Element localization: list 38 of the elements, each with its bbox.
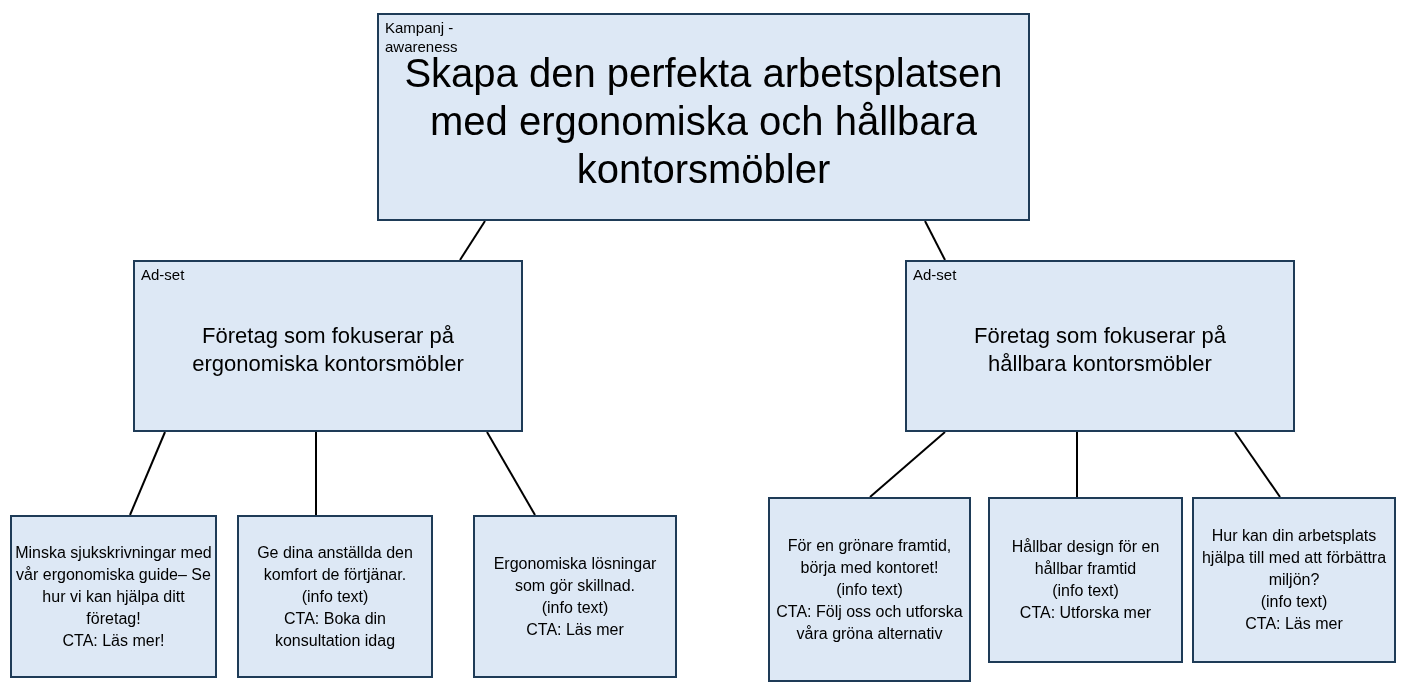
text-box <box>377 13 1030 221</box>
heading-text: Företag som fokuserar på ergonomiska kontorsmöbler <box>191 322 465 378</box>
connector-line <box>869 431 946 498</box>
body-text: (info text) <box>835 579 904 600</box>
connector-line <box>924 220 946 261</box>
text-box <box>988 497 1183 663</box>
connector-line <box>459 220 486 261</box>
body-text: CTA: Boka din konsultation idag <box>273 608 397 651</box>
body-text: Hållbar design för en hållbar framtid <box>1010 537 1161 579</box>
text-box <box>905 260 1295 432</box>
connector-line <box>1234 431 1281 498</box>
body-text: Minska sjukskrivningar med vår ergonomiska guide– Se hur vi kan hjälpa ditt företag! <box>14 542 213 629</box>
heading-text: Företag som fokuserar på hållbara kontorsmöbler <box>973 322 1227 378</box>
connector-line <box>486 431 536 516</box>
connector-line <box>129 431 166 516</box>
connector-line <box>1076 431 1078 498</box>
body-text: Ergonomiska lösningar som gör skillnad. <box>492 553 658 596</box>
body-text: CTA: Utforska mer <box>1018 603 1153 623</box>
category-label: Ad-set <box>913 265 957 284</box>
text-box <box>768 497 971 682</box>
body-text: CTA: Läs mer <box>1244 614 1344 634</box>
body-text: (info text) <box>300 586 370 607</box>
text-box <box>1192 497 1396 663</box>
body-text: (info text) <box>1259 592 1329 612</box>
text-box <box>237 515 433 678</box>
connector-line <box>315 431 317 516</box>
body-text: CTA: Läs mer! <box>61 630 166 651</box>
text-box <box>133 260 523 432</box>
body-text: För en grönare framtid, börja med kontoret! <box>786 535 953 578</box>
body-text: CTA: Läs mer <box>525 619 625 640</box>
text-box <box>10 515 217 678</box>
text-box <box>473 515 677 678</box>
category-label: Ad-set <box>141 265 185 284</box>
body-text: (info text) <box>540 597 610 618</box>
body-text: Hur kan din arbetsplats hjälpa till med att förbättra miljön? <box>1200 526 1388 590</box>
body-text: (info text) <box>1051 581 1120 601</box>
body-text: CTA: Följ oss och utforska våra gröna alternativ <box>775 601 964 644</box>
body-text: Ge dina anställda den komfort de förtjänar. <box>256 542 414 585</box>
